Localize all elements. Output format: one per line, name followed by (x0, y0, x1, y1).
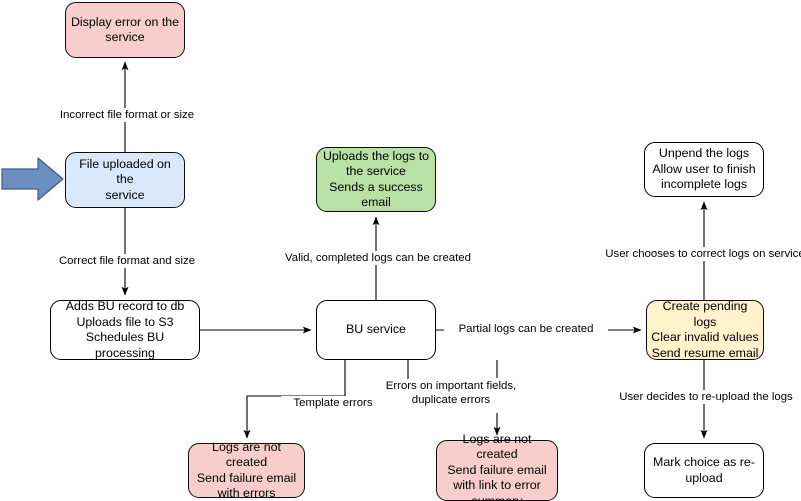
node-display-error[interactable]: Display error on the service (65, 2, 185, 58)
edge-label-user-reuploads: User decides to re-upload the logs (604, 390, 801, 404)
edge-label-valid-logs: Valid, completed logs can be created (256, 251, 500, 265)
edge-label-incorrect-format: Incorrect file format or size (0, 108, 254, 122)
node-unpend-logs[interactable]: Unpend the logs Allow user to finish inc… (644, 142, 764, 197)
node-adds-bu-record[interactable]: Adds BU record to db Uploads file to S3 … (50, 299, 200, 360)
node-create-pending-logs[interactable]: Create pending logs Clear invalid values… (646, 299, 764, 360)
node-mark-reupload[interactable]: Mark choice as re- upload (644, 443, 764, 498)
edge-label-errors-important: Errors on important fields, duplicate er… (379, 379, 523, 407)
node-logs-not-created-errors[interactable]: Logs are not created Send failure email … (436, 432, 558, 501)
edge-label-partial-logs: Partial logs can be created (444, 322, 608, 336)
entry-arrow-icon (1, 157, 64, 201)
node-file-uploaded[interactable]: File uploaded on the service (65, 152, 185, 208)
edge-label-template-errors: Template errors (281, 396, 385, 410)
node-bu-service[interactable]: BU service (316, 300, 436, 360)
edge-label-user-corrects: User chooses to correct logs on service (603, 247, 801, 261)
node-uploads-logs[interactable]: Uploads the logs to the service Sends a … (316, 147, 436, 212)
node-logs-not-created-template[interactable]: Logs are not created Send failure email … (188, 440, 305, 500)
edge-label-correct-format: Correct file format and size (0, 254, 254, 268)
